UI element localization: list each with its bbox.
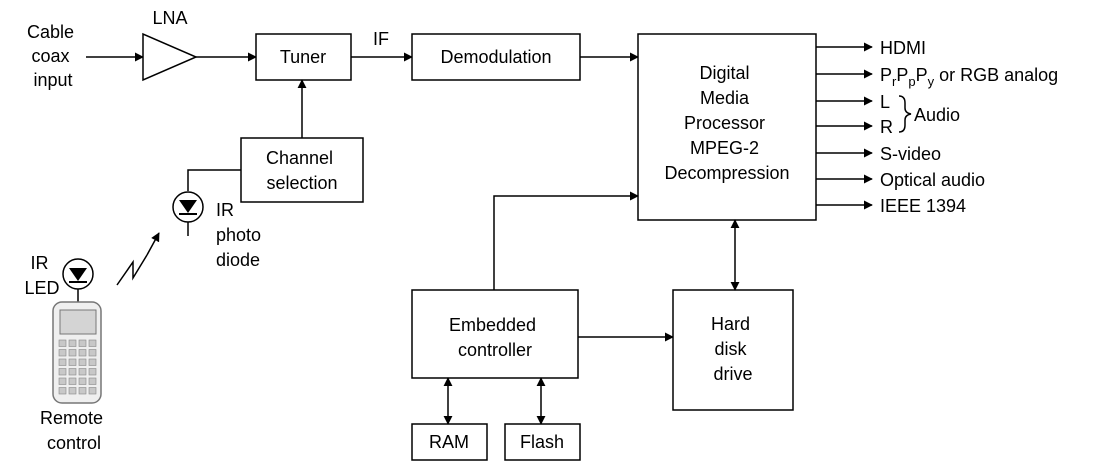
remote-key bbox=[88, 339, 97, 347]
audio-right-label: R bbox=[880, 117, 893, 137]
tuner-label: Tuner bbox=[280, 47, 326, 67]
remote-key bbox=[88, 387, 97, 395]
ieee1394-output-label: IEEE 1394 bbox=[880, 196, 966, 216]
channel-selection-label: Channel selection bbox=[266, 148, 338, 193]
ir-photodiode-icon bbox=[172, 191, 204, 236]
demodulation-block bbox=[411, 33, 581, 81]
ir-photodiode-label: IR photo diode bbox=[216, 200, 266, 270]
embedded-controller-block bbox=[411, 289, 579, 379]
optical-audio-output-label: Optical audio bbox=[880, 170, 985, 190]
cable-input-label: Cable coax input bbox=[27, 22, 79, 90]
demodulation-label: Demodulation bbox=[440, 47, 551, 67]
component-output-label: PrPpPy or RGB analog bbox=[880, 65, 1058, 89]
ir-led-label: IR LED bbox=[24, 253, 59, 298]
flash-block bbox=[504, 423, 581, 461]
remote-key bbox=[68, 377, 77, 385]
remote-control-label: Remote control bbox=[40, 408, 108, 453]
digital-media-processor-block bbox=[637, 33, 817, 221]
hdmi-output-label: HDMI bbox=[880, 38, 926, 58]
remote-key bbox=[58, 358, 67, 366]
svideo-output-label: S-video bbox=[880, 144, 941, 164]
remote-key bbox=[68, 339, 77, 347]
remote-key bbox=[78, 358, 87, 366]
remote-key bbox=[88, 349, 97, 357]
controller-to-processor-arrow bbox=[493, 191, 639, 290]
flash-label: Flash bbox=[520, 432, 564, 452]
remote-key bbox=[78, 368, 87, 376]
hard-disk-drive-block bbox=[672, 289, 794, 411]
ir-signal-icon bbox=[116, 232, 160, 286]
digital-media-processor-label: Digital Media Processor MPEG-2 Decompres… bbox=[664, 63, 789, 183]
lna-amplifier-icon bbox=[142, 32, 198, 82]
remote-key bbox=[78, 377, 87, 385]
remote-key bbox=[78, 339, 87, 347]
audio-left-label: L bbox=[880, 92, 890, 112]
remote-key bbox=[88, 377, 97, 385]
remote-key bbox=[58, 377, 67, 385]
remote-key bbox=[58, 368, 67, 376]
remote-key bbox=[58, 339, 67, 347]
ir-led-icon bbox=[62, 258, 94, 302]
hard-disk-drive-label: Hard disk drive bbox=[711, 314, 755, 384]
remote-key bbox=[68, 349, 77, 357]
remote-key bbox=[88, 368, 97, 376]
audio-group-label: Audio bbox=[914, 105, 960, 125]
if-label: IF bbox=[373, 29, 389, 49]
remote-key bbox=[58, 349, 67, 357]
remote-key bbox=[68, 358, 77, 366]
audio-brace-icon bbox=[898, 95, 912, 133]
remote-key bbox=[88, 358, 97, 366]
remote-key bbox=[68, 368, 77, 376]
remote-key bbox=[78, 349, 87, 357]
ram-block bbox=[411, 423, 488, 461]
remote-keypad bbox=[58, 339, 97, 395]
remote-key bbox=[78, 387, 87, 395]
remote-key bbox=[58, 387, 67, 395]
embedded-controller-label: Embedded controller bbox=[449, 315, 541, 360]
remote-key bbox=[68, 387, 77, 395]
photodiode-to-channel-selection-line bbox=[187, 169, 241, 191]
lna-label: LNA bbox=[152, 8, 187, 28]
ram-label: RAM bbox=[429, 432, 469, 452]
